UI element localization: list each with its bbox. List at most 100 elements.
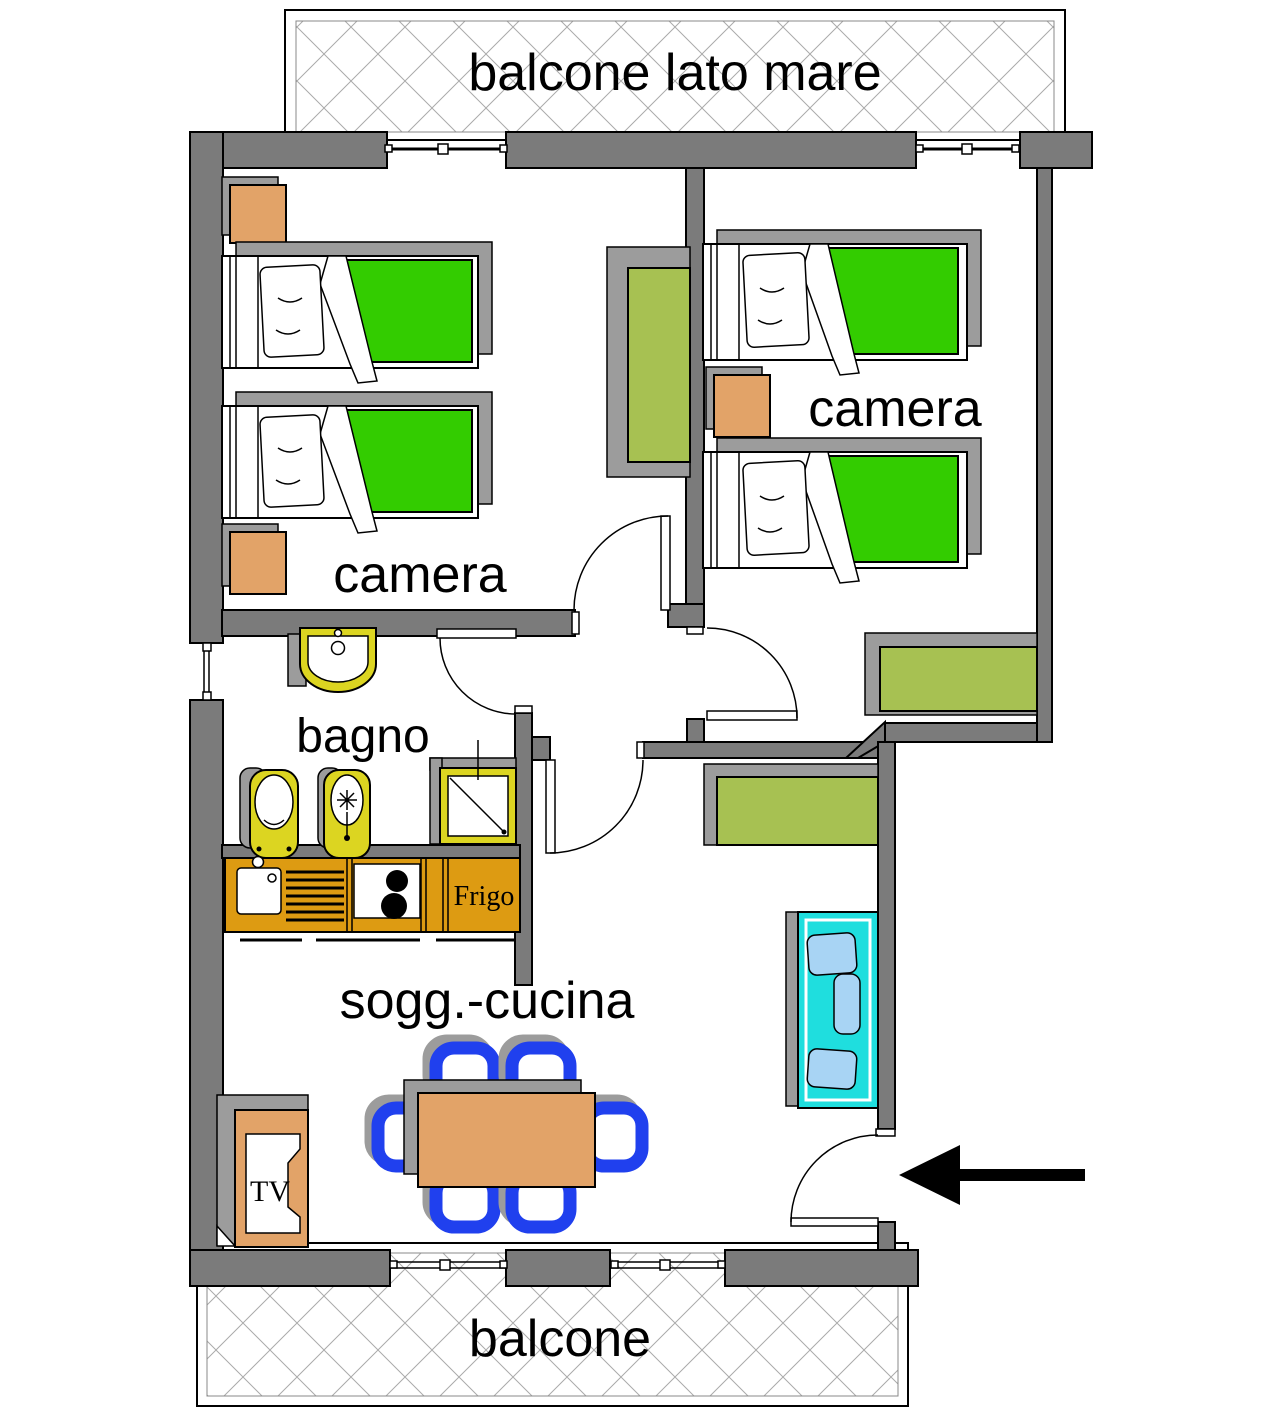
wall-top-right	[1019, 131, 1093, 169]
burner-icon	[381, 893, 407, 919]
entry-arrow-icon	[899, 1145, 1085, 1205]
wall-bottom-center	[505, 1249, 611, 1287]
door-jamb	[514, 705, 533, 714]
tv-cabinet: TV	[216, 1094, 309, 1248]
door-swing-arc	[573, 515, 669, 611]
living-kitchen-label: sogg.-cucina	[340, 972, 635, 1030]
bed-blanket-fold	[319, 405, 378, 534]
sofa-cushion	[806, 932, 858, 976]
door-bedroom-left	[571, 515, 671, 635]
door-swing-arc	[439, 637, 517, 715]
bedroom-left-label: camera	[333, 546, 506, 604]
bedroom-right	[702, 229, 1038, 716]
bed	[702, 229, 982, 376]
wall-left-upper	[189, 131, 224, 644]
door-swing-arc	[706, 627, 798, 719]
kitchen: Frigo	[224, 855, 521, 942]
door-entry	[790, 1128, 896, 1227]
bedroom-left	[221, 176, 691, 595]
balcony-sea-side	[284, 9, 1066, 141]
doors	[436, 515, 896, 1227]
bed	[221, 241, 493, 384]
fridge-label: Frigo	[454, 881, 515, 912]
bed-pillow	[259, 264, 325, 358]
sofa	[785, 911, 879, 1109]
dining-set	[364, 1034, 649, 1234]
bed-headboard	[229, 256, 259, 368]
drainer-grill	[286, 870, 344, 922]
faucet-icon	[333, 628, 343, 638]
door-jamb	[636, 741, 645, 759]
burner-icon	[386, 870, 408, 892]
window-bottom-2	[610, 1259, 726, 1271]
wardrobe	[864, 632, 1038, 716]
kitchen-faucet-icon	[251, 855, 265, 869]
tv-shape	[245, 1133, 301, 1234]
door-jamb	[686, 626, 704, 635]
shower-drain-line	[449, 777, 505, 833]
cabinet-notch	[216, 1224, 237, 1247]
door-bedroom-right	[686, 626, 798, 721]
wall-top-center	[505, 131, 917, 169]
bed-pillow	[742, 460, 810, 556]
balcony-bottom-label: balcone	[469, 1310, 651, 1368]
sofa-inner-line	[804, 918, 872, 1102]
wall-bedroom-right-south	[884, 722, 1053, 743]
dining-table	[417, 1092, 596, 1188]
wall-hall-south	[642, 741, 879, 759]
wall-bathroom-north	[221, 609, 576, 637]
nightstand	[221, 176, 287, 244]
pillow-creases	[275, 447, 303, 485]
door-bathroom	[436, 628, 533, 715]
window-left	[202, 642, 212, 701]
door-leaf	[545, 759, 556, 854]
pillow-creases	[757, 287, 785, 325]
bed-pillow	[742, 252, 810, 348]
bed-headboard	[710, 244, 740, 360]
door-leaf	[706, 710, 798, 721]
wall-between-bedrooms-foot	[667, 603, 705, 628]
washbasin	[287, 627, 377, 693]
tv-label: TV	[250, 1175, 290, 1208]
bedroom-right-label: camera	[808, 380, 981, 438]
bed-headboard	[229, 406, 259, 518]
balcony-sea-side-label: balcone lato mare	[468, 44, 881, 102]
bed-headboard	[710, 452, 740, 568]
bidet	[317, 767, 371, 859]
door-leaf	[790, 1217, 879, 1227]
pillow-creases	[757, 495, 785, 533]
toilet	[239, 767, 299, 859]
door-leaf	[660, 515, 671, 611]
drain-icon	[330, 640, 346, 656]
sofa-cushion	[806, 1048, 858, 1090]
bed-blanket-fold	[319, 255, 378, 384]
window-top-2	[915, 143, 1020, 155]
bidet-faucet-icon	[337, 790, 357, 810]
wall-stub-hall	[686, 718, 705, 743]
door-swing-arc	[549, 759, 644, 854]
window-bottom-1	[389, 1259, 508, 1271]
door-living	[545, 741, 645, 854]
bathroom-label: bagno	[296, 710, 429, 763]
wall-bottom-right	[724, 1249, 919, 1287]
wall-bedroom-right-east	[1036, 167, 1053, 743]
kitchen-knob-icon	[267, 873, 277, 883]
wall-bottom-left	[189, 1249, 391, 1287]
bed	[221, 391, 493, 534]
pillow-creases	[275, 297, 303, 335]
bed-pillow	[259, 414, 325, 508]
door-jamb	[875, 1128, 896, 1137]
shower	[429, 740, 517, 845]
door-leaf	[436, 628, 517, 639]
wall-living-east	[877, 741, 896, 1130]
sofa-cushion	[833, 973, 861, 1035]
bed	[702, 437, 982, 584]
balcony-sea-side-floor	[295, 20, 1055, 133]
door-jamb	[571, 611, 580, 635]
wardrobe-living	[703, 763, 879, 846]
counter-dividers	[346, 858, 449, 932]
wardrobe-tall	[606, 246, 691, 478]
door-swing-arc	[790, 1134, 879, 1223]
nightstand	[221, 523, 287, 595]
